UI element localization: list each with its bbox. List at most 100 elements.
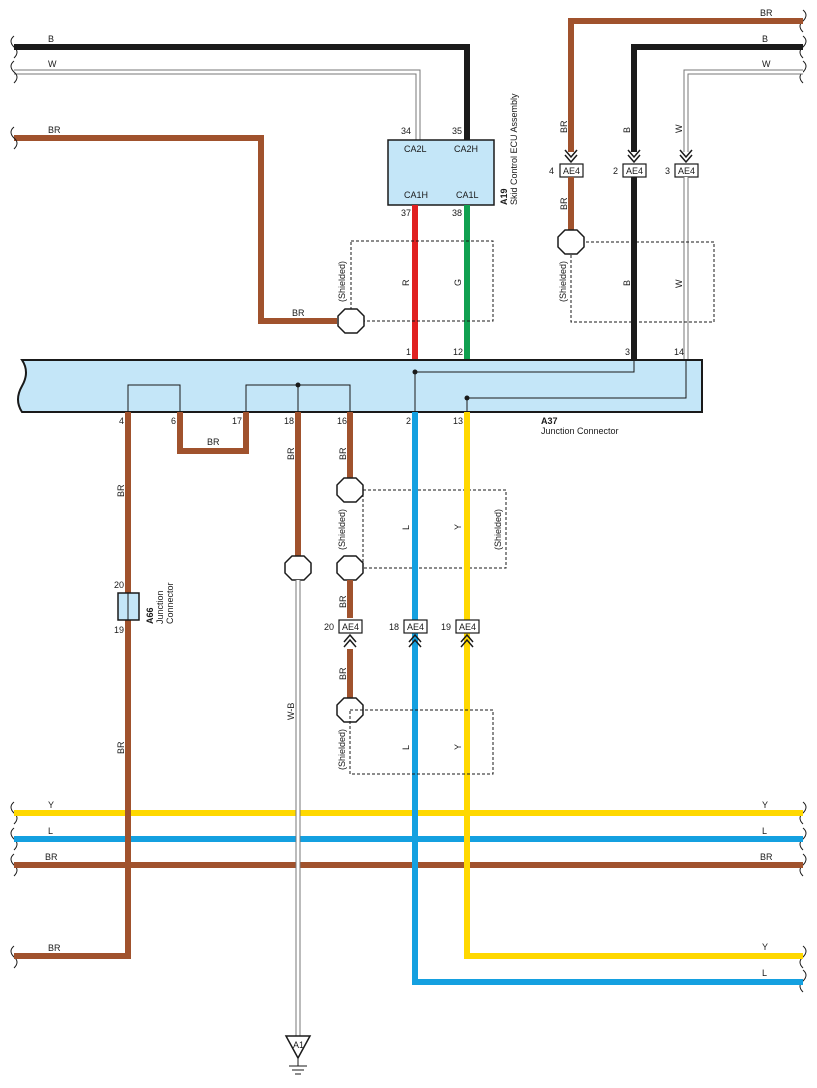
svg-text:AE4: AE4 (563, 166, 580, 176)
ecu-pin-34: 34 (401, 126, 411, 136)
label-shielded-rg: (Shielded) (337, 261, 347, 302)
a66-pin-20: 20 (114, 580, 124, 590)
a37-pin-17: 17 (232, 416, 242, 426)
svg-text:AE4: AE4 (342, 622, 359, 632)
svg-text:L: L (762, 968, 767, 978)
a37-pin-6: 6 (171, 416, 176, 426)
svg-text:BR: BR (760, 852, 773, 862)
wire-l-main (412, 412, 803, 985)
a37-pin-12: 12 (453, 347, 463, 357)
wire-b-top-left (14, 44, 470, 140)
wire-b-top-right (631, 44, 803, 152)
shield-box-rg (350, 240, 494, 322)
splice-pin18 (284, 555, 312, 581)
ae4-bottom-pin-18: 18 (389, 622, 399, 632)
ae4-connector-bottom-3: AE4 19 (441, 619, 480, 648)
wire-br-pin4 (14, 412, 131, 959)
svg-text:BR: BR (559, 197, 569, 210)
ecu-terminal-ca2l: CA2L (404, 144, 427, 154)
wire-w-top-right (683, 69, 803, 152)
label-wb: W-B (286, 703, 296, 720)
shield-box-mid (362, 489, 507, 569)
svg-text:W: W (674, 279, 684, 288)
label-br-left: BR (48, 125, 61, 135)
ground-symbol (284, 1035, 312, 1060)
a66-name-2: Connector (165, 582, 175, 624)
a37-internal-wiring (127, 360, 687, 412)
label-w-top-right: W (762, 59, 771, 69)
a37-pin-18: 18 (284, 416, 294, 426)
label-b-ae4-top: B (622, 127, 632, 133)
ecu-pin-38: 38 (452, 208, 462, 218)
label-br-top-right: BR (760, 8, 773, 18)
svg-text:L: L (401, 525, 411, 530)
ae4-bottom-pin-20: 20 (324, 622, 334, 632)
a37-pin-4: 4 (119, 416, 124, 426)
shield-ground-top-right (557, 229, 585, 255)
svg-text:(Shielded): (Shielded) (337, 729, 347, 770)
svg-text:AE4: AE4 (678, 166, 695, 176)
wire-y-main (464, 412, 803, 959)
junction-a37-box (17, 359, 703, 413)
ecu-name: Skid Control ECU Assembly (509, 93, 519, 205)
svg-text:L: L (762, 826, 767, 836)
svg-text:B: B (622, 280, 632, 286)
ground-a1: A1 (293, 1040, 304, 1050)
svg-text:Y: Y (762, 942, 768, 952)
svg-text:BR: BR (116, 484, 126, 497)
label-w-top-left: W (48, 59, 57, 69)
wire-w-top-left (14, 69, 421, 140)
label-g: G (453, 279, 463, 286)
ae4-bottom-pin-19: 19 (441, 622, 451, 632)
a66-pin-19: 19 (114, 625, 124, 635)
svg-text:L: L (48, 826, 53, 836)
svg-text:Y: Y (762, 800, 768, 810)
shield-box-lower (349, 709, 494, 775)
a37-pin-3: 3 (625, 347, 630, 357)
ecu-terminal-ca1h: CA1H (404, 190, 428, 200)
a37-name: Junction Connector (541, 426, 619, 436)
label-r: R (401, 279, 411, 286)
shield-ground-mid-2 (336, 555, 364, 581)
label-br-bottom-left: BR (48, 943, 61, 953)
svg-text:(Shielded): (Shielded) (493, 509, 503, 550)
ae4-top-pin-2: 2 (613, 166, 618, 176)
a66-name-1: Junction (155, 590, 165, 624)
a37-pin-2: 2 (406, 416, 411, 426)
wire-br-loop (177, 412, 249, 454)
wire-br-top-right (568, 18, 803, 152)
svg-text:Y: Y (48, 800, 54, 810)
ecu-pin-37: 37 (401, 208, 411, 218)
svg-text:BR: BR (338, 447, 348, 460)
label-br-left-bottom: BR (292, 308, 305, 318)
svg-text:BR: BR (207, 437, 220, 447)
ae4-connector-bottom-1: AE4 20 (324, 619, 363, 648)
a37-pin-16: 16 (337, 416, 347, 426)
ae4-top-pin-4: 4 (549, 166, 554, 176)
label-b-top-right: B (762, 34, 768, 44)
label-w-ae4-top: W (674, 124, 684, 133)
label-b-top-left: B (48, 34, 54, 44)
ae4-top-pin-3: 3 (665, 166, 670, 176)
svg-text:BR: BR (45, 852, 58, 862)
wire-br-left-shield (14, 135, 337, 324)
a37-pin-14: 14 (674, 347, 684, 357)
label-br-ae4-top: BR (559, 120, 569, 133)
svg-text:AE4: AE4 (407, 622, 424, 632)
ecu-terminal-ca1l: CA1L (456, 190, 479, 200)
ecu-code: A19 (499, 188, 509, 205)
a37-pin-1: 1 (406, 347, 411, 357)
svg-text:BR: BR (338, 667, 348, 680)
svg-text:AE4: AE4 (459, 622, 476, 632)
a37-code: A37 (541, 416, 558, 426)
ae4-connector-bottom-2: AE4 18 (389, 619, 428, 648)
svg-text:(Shielded): (Shielded) (558, 261, 568, 302)
svg-text:AE4: AE4 (626, 166, 643, 176)
ae4-connector-top-1: AE4 4 (549, 149, 584, 178)
svg-text:L: L (401, 745, 411, 750)
shield-box-top-right (570, 241, 715, 323)
shield-ground-mid-1 (336, 477, 364, 503)
ae4-connector-top-2: AE4 2 (613, 149, 647, 178)
svg-text:BR: BR (116, 741, 126, 754)
